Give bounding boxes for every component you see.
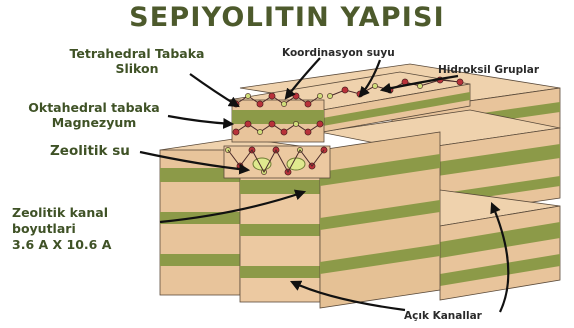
atom-dot <box>317 93 322 98</box>
atom-dot <box>293 121 298 126</box>
atom-dot <box>281 129 287 135</box>
atom-dot <box>269 121 275 127</box>
label-zeolitik-su: Zeolitik su <box>50 144 130 159</box>
atom-dot <box>342 87 348 93</box>
atom-dot <box>245 93 250 98</box>
label-oktahedral: Oktahedral tabaka Magnezyum <box>8 100 180 130</box>
atom-dot <box>372 83 377 88</box>
atom-dot <box>257 101 263 107</box>
layered-block-stack <box>160 64 560 308</box>
label-koordinasyon-suyu: Koordinasyon suyu <box>282 46 395 61</box>
label-zeolitik-kanal: Zeolitik kanal boyutlari 3.6 A X 10.6 A <box>12 205 111 253</box>
atom-dot <box>293 93 299 99</box>
arrow-tetrahedral <box>190 74 238 106</box>
atom-dot <box>257 129 262 134</box>
atom-dot <box>269 93 275 99</box>
atom-dot <box>457 79 463 85</box>
atom-dot <box>305 129 311 135</box>
atom-dot <box>233 129 239 135</box>
atom-dot <box>305 101 311 107</box>
atom-dot <box>317 121 323 127</box>
atom-dot <box>417 83 422 88</box>
atom-dot <box>327 93 332 98</box>
atom-dot <box>245 121 251 127</box>
label-tetrahedral: Tetrahedral Tabaka Slikon <box>48 46 226 76</box>
label-hidroksil-gruplar: Hidroksil Gruplar <box>438 63 539 78</box>
atom-dot <box>281 101 286 106</box>
label-acik-kanallar: Açık Kanallar <box>404 309 482 324</box>
